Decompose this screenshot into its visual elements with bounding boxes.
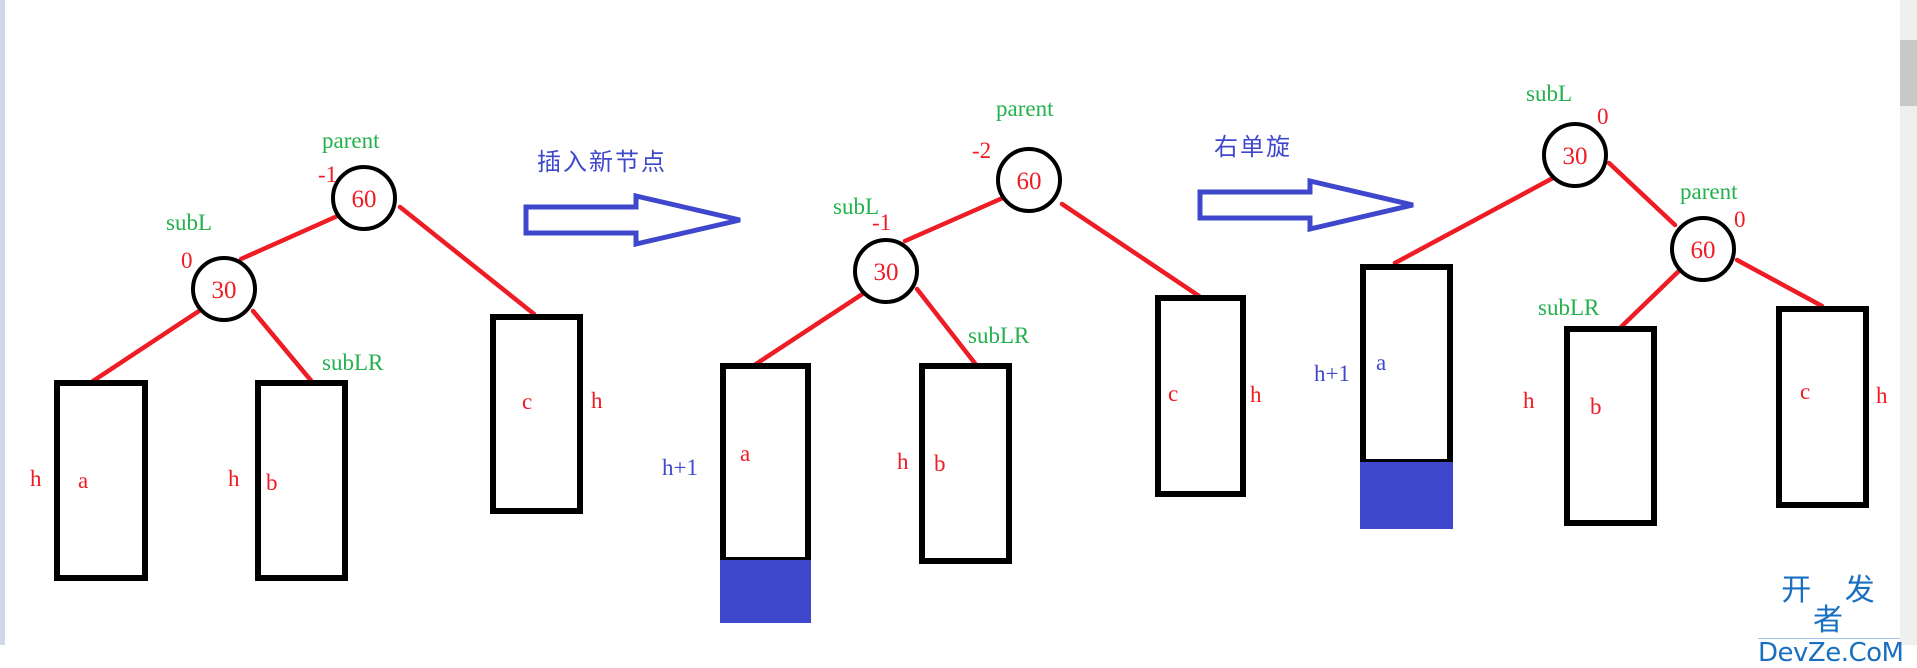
scrollbar-thumb[interactable] — [1900, 40, 1917, 106]
tree-edge — [1734, 257, 1825, 309]
tree-node-60 — [996, 147, 1062, 213]
subtree-box-a — [720, 363, 811, 563]
tree-after-insert: 60 30 — [853, 147, 1062, 304]
transition-arrow-icon — [1197, 177, 1414, 233]
watermark-english: DevZe.CoM — [1758, 638, 1904, 668]
subtree-name: b — [1590, 394, 1602, 419]
pointer-label-parent: parent — [1680, 179, 1738, 204]
pointer-label-subL: subL — [833, 194, 879, 219]
subtree-box-c — [1155, 295, 1246, 497]
pointer-label-subLR: subLR — [968, 323, 1030, 348]
watermark: 开 发 者 DevZe.CoM — [1758, 576, 1904, 668]
tree-node-30 — [191, 256, 257, 322]
subtree-height: h+1 — [662, 455, 698, 480]
subtree-name: c — [1800, 379, 1810, 404]
pointer-label-parent: parent — [996, 96, 1054, 121]
subtree-height: h — [228, 466, 240, 491]
node-key: 30 — [212, 277, 237, 304]
tree-edge — [902, 194, 1008, 244]
pointer-label-subL: subL — [1526, 81, 1572, 106]
subtree-box-a — [54, 380, 148, 581]
tree-edge — [1617, 263, 1687, 331]
subtree-name: c — [522, 389, 532, 414]
tree-node-30 — [853, 238, 919, 304]
subtree-name: a — [1376, 350, 1386, 375]
tree-before-insert: 60 30 — [191, 165, 397, 322]
tree-edge — [238, 211, 345, 262]
tree-edge — [750, 290, 867, 369]
transition-label: 插入新节点 — [537, 149, 667, 176]
subtree-box-b — [919, 363, 1012, 564]
subtree-box-c — [1776, 306, 1869, 508]
subtree-box-b — [1564, 326, 1657, 526]
pointer-label-subL: subL — [166, 210, 212, 235]
tree-node-60 — [331, 165, 397, 231]
subtree-name: a — [78, 468, 88, 493]
tree-node-30 — [1542, 122, 1608, 188]
subtree-name: a — [740, 441, 750, 466]
subtree-height: h — [1876, 383, 1888, 408]
tree-edge — [1606, 160, 1678, 228]
tree-edge — [87, 308, 202, 386]
pointer-label-parent: parent — [322, 128, 380, 153]
inserted-node-block — [1360, 462, 1453, 529]
subtree-height: h+1 — [1314, 361, 1350, 386]
subtree-name: c — [1168, 381, 1178, 406]
tree-edge — [914, 286, 980, 369]
tree-after-right-rotation: 30 60 — [1542, 122, 1736, 282]
subtree-height: h — [897, 449, 909, 474]
subtree-height: h — [591, 388, 603, 413]
subtree-height: h — [1523, 388, 1535, 413]
inserted-node-block — [720, 560, 811, 623]
balance-factor: 0 — [1597, 104, 1609, 129]
vertical-scrollbar[interactable] — [1900, 0, 1917, 645]
tree-edge — [250, 308, 316, 386]
tree-edge — [397, 204, 537, 317]
tree-edge — [1059, 201, 1202, 299]
subtree-height: h — [1250, 382, 1262, 407]
tree-node-60 — [1670, 216, 1736, 282]
node-key: 30 — [874, 259, 899, 286]
balance-factor: 0 — [181, 248, 193, 273]
watermark-chinese: 开 发 者 — [1758, 576, 1900, 639]
subtree-box-b — [255, 380, 348, 581]
node-key: 30 — [1563, 143, 1588, 170]
subtree-name: b — [934, 451, 946, 476]
tree-edge — [1392, 175, 1556, 266]
balance-factor: -2 — [972, 138, 991, 163]
balance-factor: -1 — [318, 162, 337, 187]
transition-label: 右单旋 — [1214, 134, 1292, 161]
node-key: 60 — [352, 186, 377, 213]
balance-factor: 0 — [1734, 207, 1746, 232]
left-edge-strip — [0, 0, 5, 645]
node-key: 60 — [1691, 237, 1716, 264]
pointer-label-subLR: subLR — [322, 350, 384, 375]
node-key: 60 — [1017, 168, 1042, 195]
subtree-name: b — [266, 470, 278, 495]
subtree-box-a — [1360, 264, 1453, 465]
balance-factor: -1 — [872, 210, 891, 235]
subtree-height: h — [30, 466, 42, 491]
pointer-label-subLR: subLR — [1538, 295, 1600, 320]
transition-arrow-icon — [523, 192, 741, 248]
subtree-box-c — [490, 314, 583, 514]
